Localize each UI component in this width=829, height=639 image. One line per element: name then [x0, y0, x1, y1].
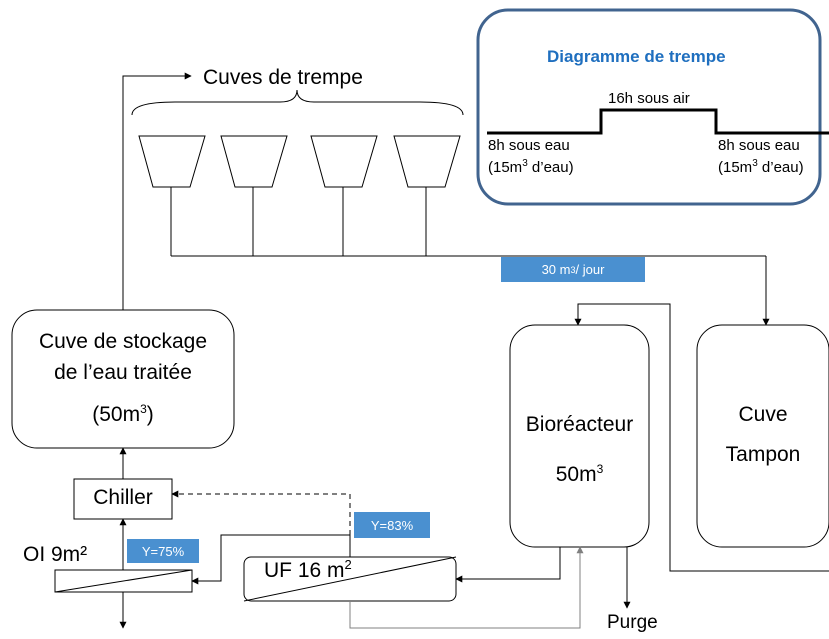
buffer-tank [696, 324, 829, 548]
reverse-osmosis-label: OI 9m² [23, 543, 88, 566]
collection-pipes [170, 187, 766, 257]
arrow-treated-water-to-tanks [122, 72, 192, 310]
legend-box [476, 8, 822, 206]
reverse-osmosis-yield-badge: Y=75% [127, 539, 199, 563]
purge-label: Purge [607, 612, 658, 633]
legend-water-phase-left-line2: (15m3 d’eau) [488, 158, 574, 176]
buffer-tank-line1: Cuve [738, 403, 788, 426]
legend-water-phase-left-line1: 8h sous eau [488, 137, 570, 154]
arrow-uf-to-ro [191, 534, 351, 585]
bioreactor-label: Bioréacteur 50m3 [510, 403, 649, 497]
reverse-osmosis-membrane [54, 569, 193, 593]
chiller-box [73, 478, 173, 520]
bioreactor-name: Bioréacteur [525, 413, 634, 436]
ultrafiltration-yield-badge: Y=83% [354, 512, 430, 538]
tanks-header: Cuves de trempe [203, 66, 363, 89]
arrow-buffer-to-bioreactor [574, 303, 726, 572]
buffer-tank-line2: Tampon [725, 443, 801, 466]
chiller-label: Chiller [93, 486, 153, 509]
soaking-tank-1 [138, 135, 206, 188]
soaking-tank-3 [310, 135, 378, 188]
storage-tank-line1: Cuve de stockage [38, 330, 208, 353]
legend-water-phase-right: 8h sous eau (15m3 d’eau) [718, 137, 804, 177]
ultrafiltration-label: UF 16 m2 [264, 557, 352, 582]
tanks-brace [131, 89, 464, 116]
arrow-uf-bypass-to-chiller [171, 490, 351, 535]
bioreactor-volume: 50m3 [555, 462, 604, 486]
storage-tank-volume: (50m3) [92, 402, 154, 426]
legend-air-phase: 16h sous air [608, 90, 690, 107]
legend-water-phase-right-line2: (15m3 d’eau) [718, 158, 804, 176]
storage-tank-line2: de l’eau traitée [54, 361, 192, 384]
arrow-bioreactor-to-uf [455, 547, 561, 583]
legend-water-phase-right-line1: 8h sous eau [718, 137, 800, 154]
soaking-tank-2 [220, 135, 288, 188]
storage-tank-label: Cuve de stockage de l’eau traitée (50m3) [12, 326, 234, 430]
ultrafiltration-membrane [243, 556, 457, 602]
arrow-uf-return-to-bioreactor [349, 546, 584, 629]
legend-cycle-line [487, 108, 829, 135]
legend-water-phase-left: 8h sous eau (15m3 d’eau) [488, 137, 574, 177]
buffer-tank-label: Cuve Tampon [697, 395, 829, 475]
legend-title: Diagramme de trempe [547, 47, 726, 66]
soaking-tank-4 [393, 135, 461, 188]
